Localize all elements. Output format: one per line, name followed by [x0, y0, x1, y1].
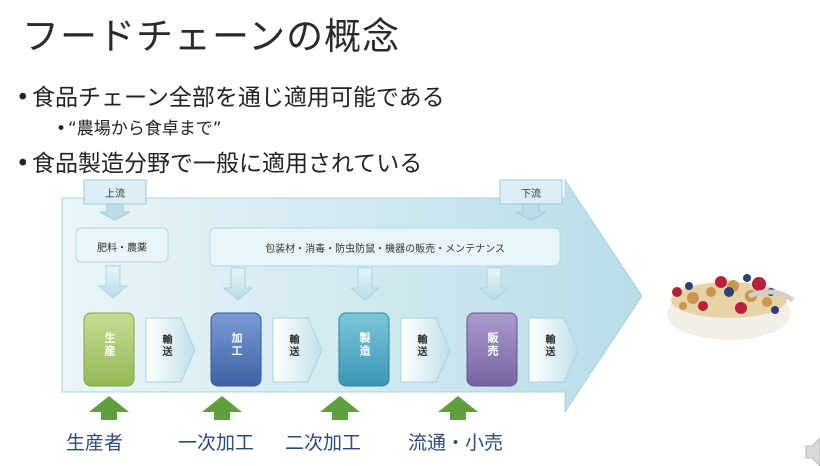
- supplier-box-2-label: 包装材・消毒・防虫防鼠・機器の販売・メンテナンス: [265, 244, 505, 255]
- downstream-box: [499, 179, 563, 205]
- supplier-box-1-label: 肥料・農薬: [97, 243, 147, 254]
- actor-primary-processing: 一次加工: [178, 432, 255, 454]
- stage-box-production: [83, 312, 135, 387]
- bullet-1-text: 食品チェーン全部を通じ適用可能である: [32, 85, 445, 111]
- downstream-down-arrow: [515, 203, 547, 221]
- stage-box-sales: [466, 312, 518, 387]
- supplier-box-2: [209, 227, 561, 267]
- upstream-box: [83, 179, 147, 205]
- stage-box-processing: [210, 312, 262, 387]
- supply-down-arrows: [97, 265, 510, 301]
- stage-sales-label: 販売: [486, 332, 499, 358]
- transport-arrows: [145, 317, 579, 383]
- upstream-down-arrow: [99, 203, 131, 221]
- sub-bullet-text: “農場から食卓まで”: [68, 119, 222, 139]
- actor-producer: 生産者: [66, 432, 124, 454]
- stage-processing-label: 加工: [230, 332, 243, 358]
- sub-bullet: •“農場から食卓まで”: [56, 114, 222, 139]
- actor-secondary-processing: 二次加工: [285, 432, 362, 454]
- downstream-label: 下流: [521, 189, 541, 200]
- transport-label-1: 輸送: [160, 334, 171, 358]
- transport-label-4: 輸送: [543, 334, 554, 358]
- speaker-icon[interactable]: [805, 437, 820, 466]
- actor-distribution-retail: 流通・小売: [408, 432, 504, 454]
- bullet-dot: •: [16, 85, 30, 111]
- transport-label-3: 輸送: [415, 334, 426, 358]
- upstream-label: 上流: [105, 189, 125, 200]
- stage-box-manufacturing: [338, 312, 390, 387]
- stage-production-label: 生産: [103, 332, 116, 358]
- cereal-photo: [663, 256, 795, 344]
- supplier-box-1: [75, 227, 169, 263]
- bullet-2: •食品製造分野で一般に適用されている: [16, 144, 422, 178]
- bullet-dot: •: [16, 151, 30, 177]
- transport-label-2: 輸送: [287, 334, 298, 358]
- slide-title: フードチェーンの概念: [22, 15, 401, 58]
- input-up-arrows: [89, 396, 478, 420]
- bullet-1: •食品チェーン全部を通じ適用可能である: [16, 78, 445, 112]
- stage-manufacturing-label: 製造: [358, 332, 371, 358]
- sub-bullet-dot: •: [56, 119, 67, 139]
- bullet-2-text: 食品製造分野で一般に適用されている: [32, 151, 423, 177]
